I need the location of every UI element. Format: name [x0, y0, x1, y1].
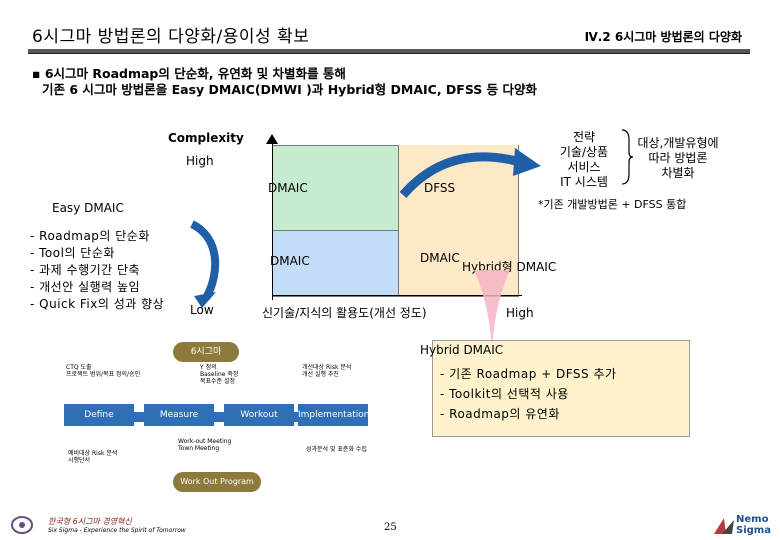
- target-line: 대상,개발유형에: [637, 136, 719, 150]
- hybrid-box: [432, 340, 690, 437]
- easy-item: - Quick Fix의 성과 향상: [30, 297, 165, 311]
- dfss-curved-arrow-icon: [399, 148, 541, 198]
- logo-line: Nemo: [736, 514, 769, 525]
- hybrid-item: - Roadmap의 유연화: [440, 407, 560, 421]
- easy-item: - Roadmap의 단순화: [30, 229, 150, 243]
- y-arrow-icon: [266, 134, 278, 144]
- process-band: [64, 412, 364, 422]
- section-label: Ⅳ.2 6시그마 방법론의 다양화: [584, 30, 742, 44]
- sixsigma-pill: 6시그마: [173, 342, 239, 362]
- step-define: Define: [64, 404, 134, 426]
- dfss-note: *기존 개발방법론 + DFSS 통합: [538, 198, 687, 211]
- y-axis-label: Complexity: [168, 131, 244, 145]
- note-ctq: CTQ 도출 프로젝트 범위/목표 정의/승인: [66, 364, 141, 378]
- x-high-label: High: [506, 306, 534, 320]
- hybrid-title: Hybrid DMAIC: [420, 343, 504, 357]
- workout-program-pill: Work Out Program: [173, 472, 261, 492]
- easy-dmaic-list: - Roadmap의 단순화 - Tool의 단순화 - 과제 수행기간 단축 …: [30, 228, 164, 313]
- step-implementation: Implementation: [298, 404, 369, 426]
- cell-dmaic-top: DMAIC: [268, 181, 308, 195]
- header-divider: [28, 49, 750, 54]
- hybrid-list: - 기존 Roadmap + DFSS 추가 - Toolkit의 선택적 사용…: [440, 364, 617, 424]
- footer-logo-icon: [11, 516, 33, 534]
- footer-tagline: Six Sigma - Experience the Spirit of Tom…: [48, 527, 186, 534]
- strategy-line: 기술/상품: [559, 145, 609, 159]
- hybrid-item: - Toolkit의 선택적 사용: [440, 387, 569, 401]
- target-line: 따라 방법론: [648, 151, 708, 165]
- easy-item: - 과제 수행기간 단축: [30, 263, 141, 277]
- hybrid-funnel-arrow-icon: [474, 270, 510, 348]
- summary-line-2: 기존 6 시그마 방법론을 Easy DMAIC(DMWI )과 Hybrid형…: [42, 82, 537, 97]
- brace-icon: [621, 129, 634, 185]
- cell-dmaic-hybrid: DMAIC: [420, 251, 460, 265]
- strategy-line: 전략: [572, 130, 596, 144]
- easy-item: - 개선안 실행력 높임: [30, 280, 141, 294]
- strategy-list: 전략 기술/상품 서비스 IT 시스템: [548, 130, 620, 190]
- easy-dmaic-title: Easy DMAIC: [52, 201, 124, 215]
- x-axis: [272, 295, 522, 296]
- note-workout: Work-out Meeting Town Meeting: [178, 438, 232, 452]
- y-low-label: Low: [190, 303, 214, 317]
- note-bottom-left: 예비대상 Risk 분석 시행단서: [68, 450, 118, 464]
- strategy-line: IT 시스템: [560, 175, 608, 189]
- x-axis-label: 신기술/지식의 활용도(개선 정도): [262, 306, 427, 320]
- easy-item: - Tool의 단순화: [30, 246, 115, 260]
- note-impl-bottom: 성과분석 및 표준화 수립: [306, 446, 367, 453]
- page-number: 25: [384, 522, 397, 533]
- y-axis: [272, 140, 273, 300]
- hybrid-item: - 기존 Roadmap + DFSS 추가: [440, 367, 617, 381]
- strategy-line: 서비스: [567, 160, 601, 174]
- process-diagram: 6시그마 Define Measure Workout Implementati…: [58, 342, 378, 500]
- target-list: 대상,개발유형에 따라 방법론 차별화: [632, 136, 724, 181]
- step-workout: Workout: [224, 404, 294, 426]
- note-measure: Y 정의 Baseline 측정 목표수준 설정: [200, 364, 239, 385]
- nemo-logo-text: Nemo Sigma: [736, 514, 771, 536]
- summary-line-1: ▪ 6시그마 Roadmap의 단순화, 유연화 및 차별화를 통해: [32, 66, 346, 81]
- summary-text: ▪ 6시그마 Roadmap의 단순화, 유연화 및 차별화를 통해 기존 6 …: [32, 66, 537, 98]
- page-title: 6시그마 방법론의 다양화/용이성 확보: [32, 27, 310, 47]
- logo-line: Sigma: [736, 525, 771, 536]
- nemo-logo-icon: [714, 518, 734, 534]
- footer-org: 한국형 6시그마 경영혁신: [48, 517, 132, 526]
- target-line: 차별화: [661, 166, 695, 180]
- cell-dmaic-bottom: DMAIC: [270, 254, 310, 268]
- cell-dfss: DFSS: [424, 181, 456, 195]
- easy-curved-arrow-icon: [189, 220, 220, 308]
- y-high-label: High: [186, 154, 214, 168]
- step-measure: Measure: [144, 404, 214, 426]
- note-impl-top: 개선대상 Risk 분석 개선 실행 추진: [302, 364, 352, 378]
